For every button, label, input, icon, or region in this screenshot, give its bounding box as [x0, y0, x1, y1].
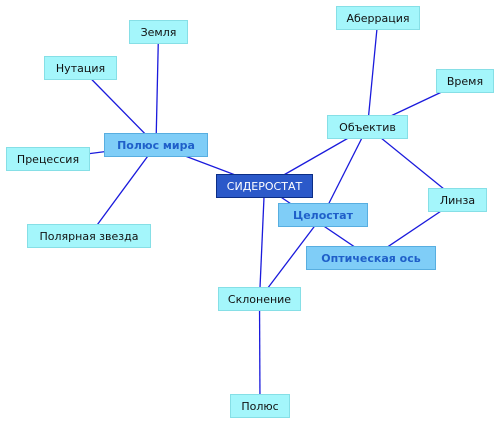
- node-opticheskaya-os[interactable]: Оптическая ось: [306, 246, 436, 270]
- node-tselostat[interactable]: Целостат: [278, 203, 368, 227]
- node-obyektiv[interactable]: Объектив: [327, 115, 408, 139]
- node-pretsessiya[interactable]: Прецессия: [6, 147, 90, 171]
- edge-obyektiv-linza: [367, 126, 458, 201]
- node-zemlya[interactable]: Земля: [129, 20, 188, 44]
- node-polyarnaya-zvezda[interactable]: Полярная звезда: [27, 224, 151, 248]
- edge-obyektiv-aberratsiya: [366, 17, 379, 128]
- edge-polus_mira-polyarnaya_zvezda: [88, 144, 157, 237]
- node-aberratsiya[interactable]: Аберрация: [336, 6, 420, 30]
- node-nutatsiya[interactable]: Нутация: [44, 56, 117, 80]
- edge-siderostat-skloneniye: [258, 185, 266, 300]
- edge-tselostat-skloneniye: [258, 214, 324, 300]
- edge-polus_mira-zemlya: [155, 31, 160, 146]
- node-skloneniye[interactable]: Склонение: [218, 287, 301, 311]
- node-linza[interactable]: Линза: [428, 188, 487, 212]
- edge-obyektiv-tselostat: [322, 126, 369, 216]
- node-siderostat[interactable]: СИДЕРОСТАТ: [216, 174, 313, 198]
- edge-skloneniye-polyus: [258, 298, 261, 407]
- node-polyus[interactable]: Полюс: [230, 394, 290, 418]
- node-polus-mira[interactable]: Полюс мира: [104, 133, 208, 157]
- node-vremya[interactable]: Время: [436, 69, 494, 93]
- edge-polus_mira-nutatsiya: [80, 67, 157, 146]
